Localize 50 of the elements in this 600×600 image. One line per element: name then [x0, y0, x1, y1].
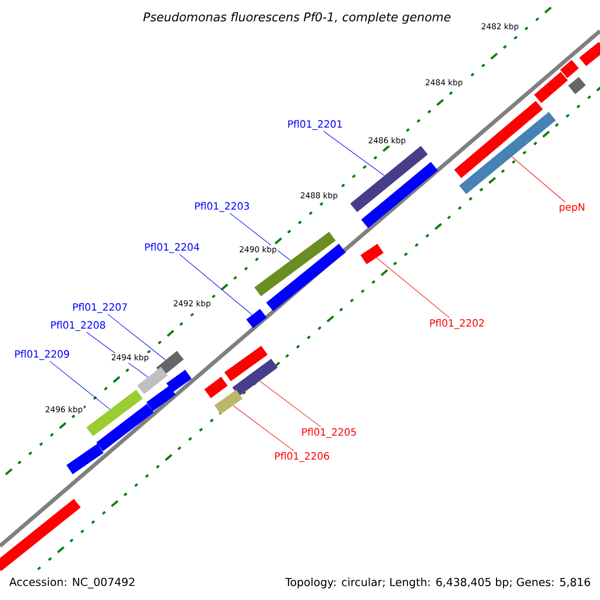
leader-line: [512, 156, 566, 202]
gene-label: Pfl01_2203: [195, 202, 249, 212]
gene-bar: [232, 358, 278, 396]
gene-bar: [579, 42, 600, 66]
gene-bar: [534, 72, 568, 104]
gene-label: pepN: [560, 203, 584, 213]
gene-bar: [146, 386, 176, 412]
gene-label: Pfl01_2204: [145, 243, 200, 253]
gene-label: Pfl01_2207: [73, 303, 127, 313]
scale-label: 2496 kbp: [44, 405, 84, 415]
gene-bar: [66, 444, 104, 474]
gene-bar: [204, 376, 228, 398]
gene-label: Pfl01_2209: [15, 350, 70, 360]
title: Pseudomonas fluorescens Pf0-1, complete genome: [143, 12, 450, 24]
leader-line: [49, 360, 110, 410]
gene-label: Pfl01_2208: [51, 321, 106, 331]
leader-line: [230, 212, 291, 261]
scale-label: 2492 kbp: [172, 299, 212, 309]
gene-label: Pfl01_2201: [288, 120, 342, 130]
gene-bar: [214, 390, 243, 414]
gene-bar: [454, 100, 543, 178]
leader-line: [376, 257, 450, 318]
gene-bar: [86, 390, 143, 436]
gene-bar: [459, 112, 556, 194]
leader-line: [108, 314, 166, 360]
gene-bar: [224, 346, 268, 382]
leader-line: [179, 254, 252, 316]
gene-bar: [0, 498, 81, 572]
leader-line: [259, 380, 322, 428]
gene-bar: [137, 366, 168, 394]
gene-bar: [246, 308, 267, 328]
gene-bar: [96, 404, 154, 452]
scale-label: 2484 kbp: [424, 78, 464, 88]
gene-bar: [361, 162, 438, 228]
scale-label: 2486 kbp: [367, 136, 407, 146]
gene-label: Pfl01_2206: [275, 452, 330, 462]
gene-bar: [560, 60, 579, 78]
gene-bar: [360, 244, 384, 264]
scale-label: 2494 kbp: [110, 353, 150, 363]
gene-bar: [350, 146, 428, 212]
leader-line: [323, 130, 385, 176]
scale-label: 2488 kbp: [299, 191, 339, 201]
scale-label: 2482 kbp: [480, 22, 520, 32]
scale-label: 2490 kbp: [238, 245, 278, 255]
gene-bar: [568, 76, 586, 94]
leader-line: [233, 405, 294, 452]
gene-bar: [166, 370, 192, 392]
gene-label: Pfl01_2202: [430, 319, 484, 329]
info-text: Topology: circular; Length: 6,438,405 bp; Genes: 5,816: [285, 578, 590, 588]
gene-label: Pfl01_2205: [302, 428, 356, 438]
